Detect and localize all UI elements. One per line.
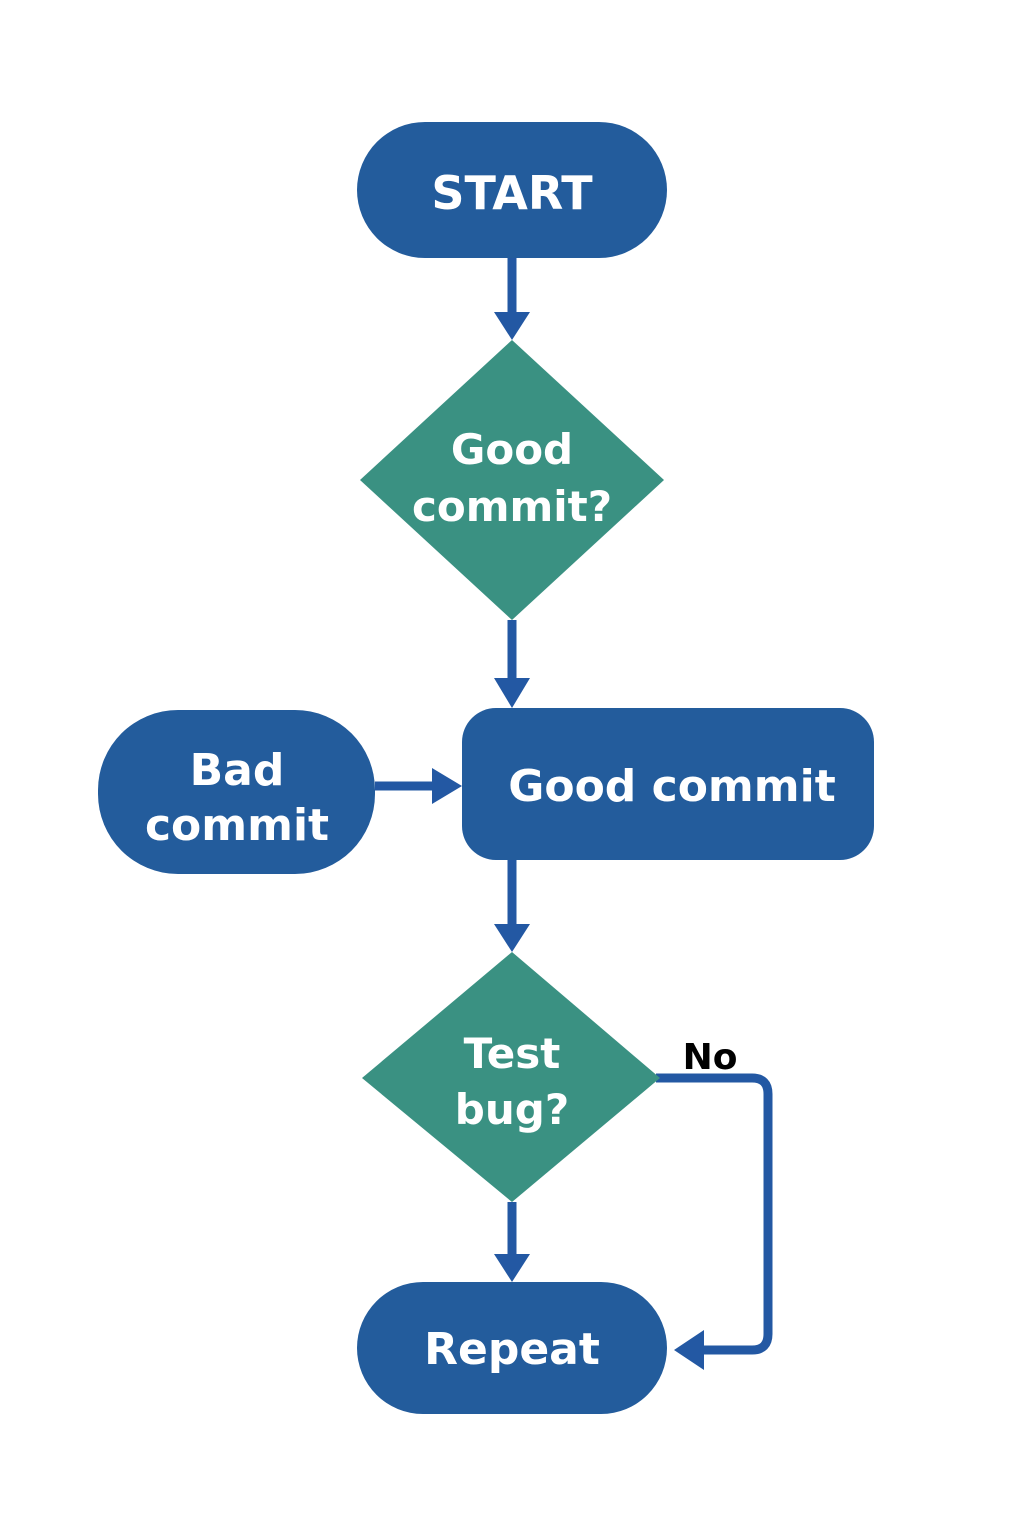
good-commit-label: Good commit	[508, 761, 836, 812]
arrowhead-good-commit-to-test	[494, 924, 530, 952]
repeat-shape	[357, 1282, 667, 1414]
edge-no-label: No	[683, 1037, 738, 1078]
bad-commit-line1: Bad	[190, 745, 285, 796]
node-test-bug-decision: Test bug?	[362, 952, 660, 1202]
arrowhead-decision-to-good-commit	[494, 678, 530, 708]
test-bug-decision-line2: bug?	[455, 1085, 569, 1134]
arrowhead-test-to-repeat	[494, 1254, 530, 1282]
good-commit-shape	[462, 708, 874, 860]
start-shape	[357, 122, 667, 258]
node-repeat: Repeat	[357, 1282, 667, 1414]
edge-test-no-loop	[656, 1073, 773, 1355]
good-commit-decision-line2: commit?	[412, 482, 612, 531]
bad-commit-shape	[98, 710, 375, 874]
arrowhead-bad-to-good-commit	[432, 768, 462, 804]
node-start: START	[357, 122, 667, 258]
repeat-label: Repeat	[424, 1324, 600, 1375]
node-good-commit-decision: Good commit?	[360, 340, 664, 620]
test-bug-decision-line1: Test	[464, 1029, 561, 1078]
arrowhead-test-no-loop	[674, 1330, 704, 1370]
good-commit-decision-shape	[360, 340, 664, 620]
connectors	[375, 258, 773, 1370]
bad-commit-line2: commit	[145, 800, 329, 851]
arrowhead-start-to-decision	[494, 312, 530, 340]
node-good-commit: Good commit	[462, 708, 874, 860]
start-label: START	[431, 166, 593, 220]
node-bad-commit: Bad commit	[98, 710, 375, 874]
test-bug-decision-shape	[362, 952, 660, 1202]
good-commit-decision-line1: Good	[451, 425, 573, 474]
